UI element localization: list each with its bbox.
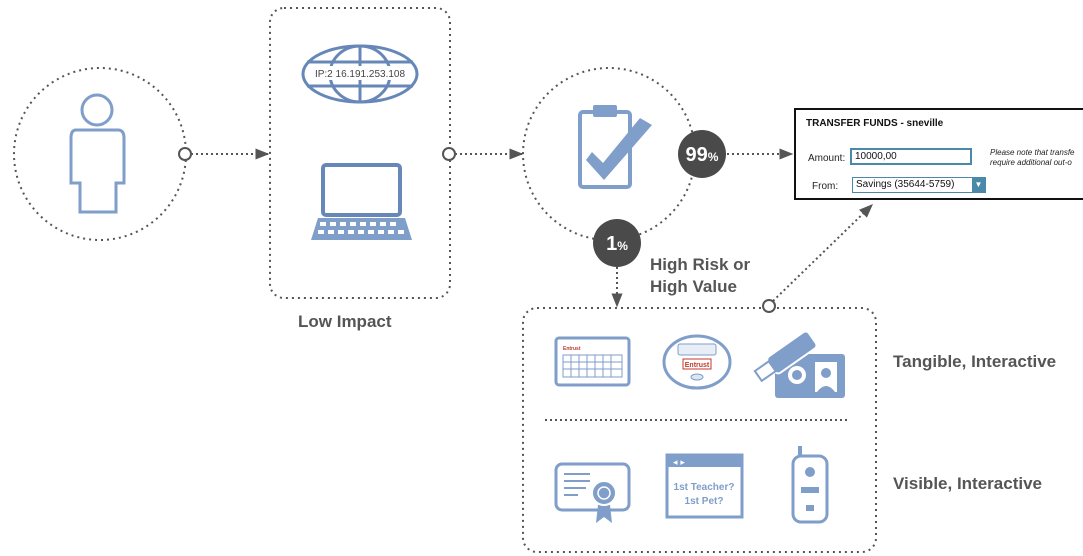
badge-1-percent: 1% [593, 219, 641, 267]
badge-99-percent: 99% [678, 130, 726, 178]
user-node [13, 67, 187, 241]
quiz-question-1: 1st Teacher? [674, 482, 735, 493]
connector-node [762, 299, 776, 313]
mobile-phone-icon [791, 446, 829, 524]
certificate-icon [554, 462, 631, 523]
token-brand-text: Entrust [685, 362, 710, 369]
step-up-auth-box: Entrust Entrust [522, 307, 877, 553]
person-icon [69, 93, 126, 214]
risk-check-node [522, 67, 696, 241]
laptop-icon [311, 163, 412, 240]
low-impact-label: Low Impact [298, 312, 392, 331]
clipboard-check-icon [578, 105, 652, 189]
knowledge-question-window-icon: ◂ ▸ 1st Teacher? 1st Pet? [665, 453, 744, 519]
svg-text:99%: 99% [686, 144, 719, 166]
high-risk-label-line1: High Risk or [650, 255, 751, 274]
connector-node [442, 147, 456, 161]
flow-arrow [772, 204, 874, 302]
connector-node [178, 147, 192, 161]
transfer-funds-panel: TRANSFER FUNDS - sneville Amount: 10000,… [794, 108, 1083, 200]
low-impact-box: IP:2 16.191.253.108 [269, 7, 451, 299]
svg-text:◂ ▸: ◂ ▸ [673, 458, 685, 468]
transfer-note: Please note that transfe require additio… [990, 148, 1075, 168]
grid-card-icon: Entrust [554, 336, 631, 387]
transfer-note-line2: require additional out-o [990, 158, 1072, 167]
globe-ip-text: IP:2 16.191.253.108 [315, 69, 406, 80]
amount-label: Amount: [808, 153, 846, 164]
transfer-form-title: TRANSFER FUNDS - sneville [806, 118, 944, 129]
high-risk-label: High Risk or High Value [650, 254, 750, 298]
usb-smartcard-icon [753, 330, 845, 398]
chevron-down-icon[interactable]: ▼ [972, 178, 985, 192]
svg-text:1%: 1% [606, 233, 628, 255]
transfer-note-line1: Please note that transfe [990, 148, 1075, 157]
from-label: From: [812, 181, 839, 192]
high-risk-label-line2: High Value [650, 277, 737, 296]
amount-input[interactable]: 10000,00 [850, 148, 972, 165]
tangible-interactive-label: Tangible, Interactive [893, 352, 1057, 371]
from-account-select[interactable]: Savings (35644-5759) ▼ [852, 177, 986, 193]
quiz-question-2: 1st Pet? [685, 496, 724, 507]
security-token-icon: Entrust [662, 334, 732, 390]
visible-interactive-label: Visible, Interactive [893, 474, 1042, 493]
from-account-value: Savings (35644-5759) [856, 179, 955, 190]
card-brand-text: Entrust [563, 346, 581, 352]
